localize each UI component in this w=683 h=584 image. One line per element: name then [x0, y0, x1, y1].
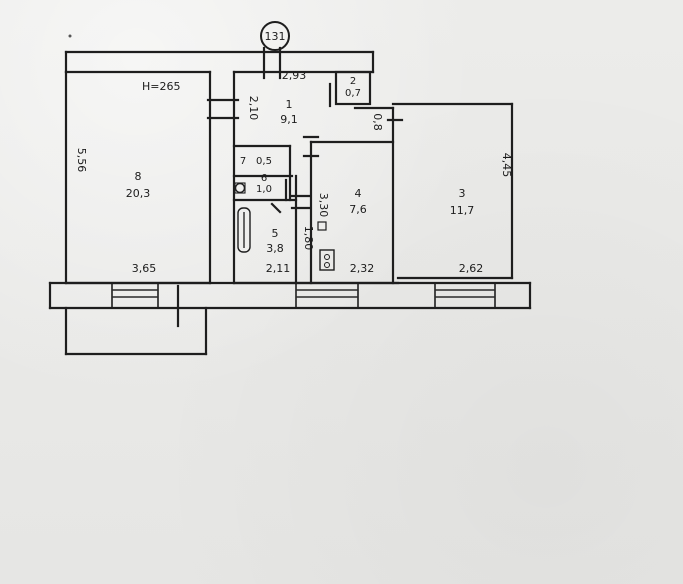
room-5-depth-dim: 1,80 — [302, 226, 315, 251]
room-6-area: 1,0 — [256, 184, 272, 195]
room-3-width-dim: 2,62 — [459, 262, 484, 275]
room-8-width-dim: 3,65 — [132, 262, 157, 275]
window-room-3 — [434, 282, 496, 309]
room-3-area: 11,7 — [450, 204, 475, 217]
toilet-icon — [234, 182, 246, 194]
room-8-number: 8 — [135, 170, 142, 183]
room-6-number: 6 — [261, 173, 267, 184]
room-7-number: 7 — [240, 156, 246, 167]
room-4-number: 4 — [355, 187, 362, 200]
room-4-depth-dim: 3,30 — [317, 193, 330, 218]
room-2-number: 2 — [350, 76, 356, 87]
building-number: 131 — [265, 30, 286, 43]
kitchen-sink-icon — [317, 221, 327, 231]
room-5-width-dim: 2,11 — [266, 262, 291, 275]
hall-depth-dim: 2,10 — [247, 96, 260, 121]
room-2-area: 0,7 — [345, 88, 361, 99]
hall-width-dim: 2,93 — [282, 69, 307, 82]
stove-icon — [319, 249, 335, 271]
room-2-outline — [334, 70, 372, 106]
room-3-outline — [391, 102, 514, 280]
room-8-height-dim: 5,56 — [75, 148, 88, 173]
paper-dot — [68, 34, 72, 38]
room-3-number: 3 — [459, 187, 466, 200]
window-room-8 — [111, 282, 159, 309]
bathtub-icon — [237, 207, 251, 253]
balcony-outline — [64, 306, 208, 356]
room-1-area: 9,1 — [280, 113, 298, 126]
room-4-area: 7,6 — [349, 203, 367, 216]
building-number-badge: 131 — [260, 21, 290, 51]
room-5-area: 3,8 — [266, 242, 284, 255]
right-small-dim: 0,8 — [371, 113, 384, 131]
room-1-number: 1 — [286, 98, 293, 111]
door-marks — [206, 46, 404, 214]
top-outline — [64, 50, 375, 74]
room-7-area: 0,5 — [256, 156, 272, 167]
bottom-wall-band — [48, 281, 532, 310]
ceiling-height-label: H=265 — [142, 80, 180, 93]
room-3-depth-dim: 4,45 — [500, 153, 513, 178]
room-8-area: 20,3 — [126, 187, 151, 200]
room-4-width-dim: 2,32 — [350, 262, 375, 275]
window-room-4 — [295, 282, 359, 309]
room-5-number: 5 — [272, 227, 279, 240]
